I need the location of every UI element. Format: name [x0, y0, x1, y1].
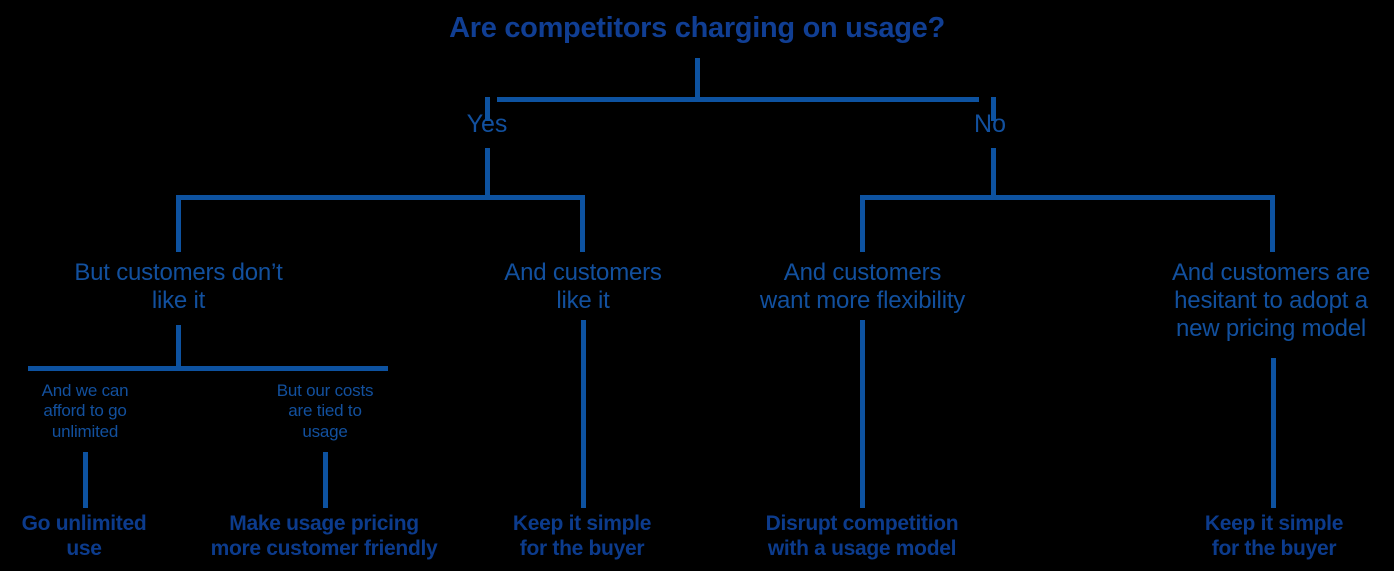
connector-no-right-arm — [1270, 195, 1275, 252]
diagram-title: Are competitors charging on usage? — [449, 12, 945, 44]
connector-root-split — [497, 97, 979, 102]
leaf-disrupt-competition: Disrupt competition with a usage model — [765, 512, 959, 560]
leaf-keep-it-simple-right: Keep it simple for the buyer — [1204, 512, 1344, 560]
connector-likeit-drop — [581, 320, 586, 508]
node-and-customers-like-it: And customers like it — [504, 259, 662, 315]
connector-yes-drop — [485, 97, 490, 121]
connector-no-drop — [991, 97, 996, 121]
connector-yes-right-arm — [580, 195, 585, 252]
connector-dontlike-split — [28, 366, 388, 371]
connector-yes-left-arm — [176, 195, 181, 252]
connector-hesitant-drop — [1271, 358, 1276, 508]
connector-no-split — [860, 195, 1275, 200]
connector-yes-split — [176, 195, 585, 200]
node-want-more-flexibility: And customers want more flexibility — [759, 259, 966, 315]
node-costs-tied-to-usage: But our costs are tied to usage — [276, 381, 374, 441]
connector-no-left-arm — [860, 195, 865, 252]
connector-root-stem — [695, 58, 700, 100]
connector-yes-drop-lower — [485, 148, 490, 196]
node-afford-to-go-unlimited: And we can afford to go unlimited — [41, 381, 129, 441]
leaf-keep-it-simple-left: Keep it simple for the buyer — [512, 512, 652, 560]
connector-no-drop-lower — [991, 148, 996, 196]
node-hesitant-to-adopt: And customers are hesitant to adopt a ne… — [1171, 259, 1371, 343]
leaf-go-unlimited-use: Go unlimited use — [21, 512, 147, 560]
connector-afford-drop — [83, 452, 88, 508]
branch-label-no: No — [974, 110, 1006, 138]
node-but-customers-dont-like-it: But customers don’t like it — [74, 259, 283, 315]
connector-costs-drop — [323, 452, 328, 508]
connector-flexibility-drop — [860, 320, 865, 508]
leaf-make-usage-pricing-friendly: Make usage pricing more customer friendl… — [210, 512, 438, 560]
connector-dontlike-stem — [176, 325, 181, 371]
